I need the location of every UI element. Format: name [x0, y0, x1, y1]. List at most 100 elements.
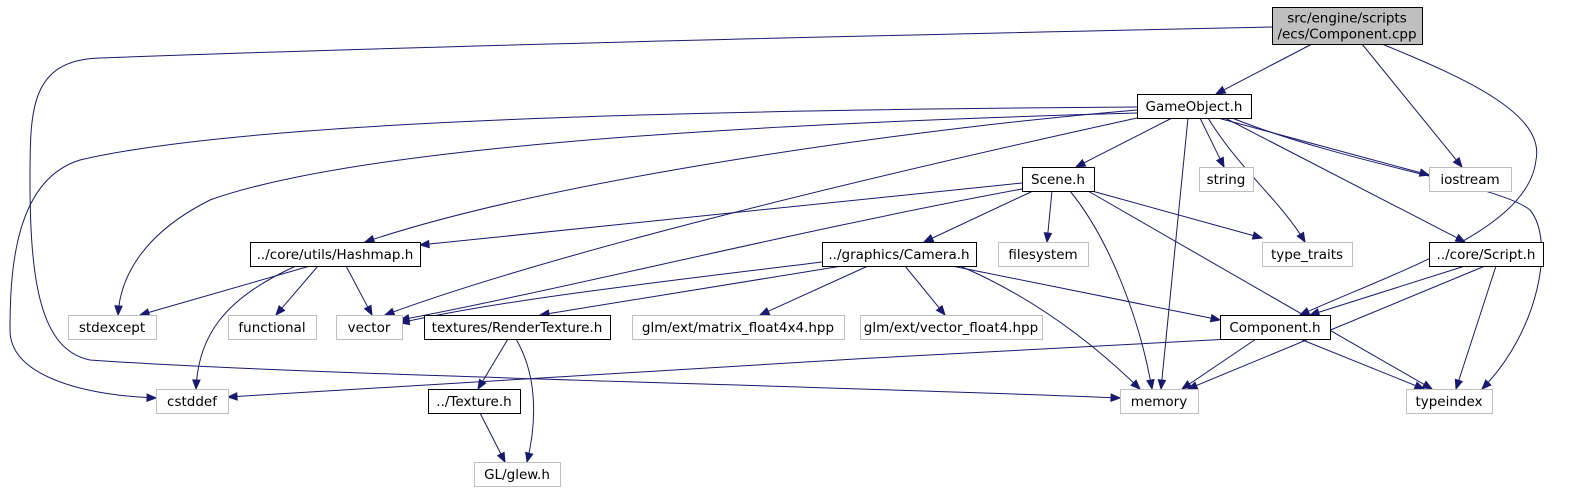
node-box [1429, 242, 1544, 267]
node-component[interactable]: Component.h [1220, 315, 1331, 340]
arrowhead-icon [922, 234, 935, 243]
edge-component-to-cstddef [226, 338, 1231, 401]
edge-root-to-component [1298, 43, 1538, 316]
edge-gameobject-to-scene [1074, 117, 1173, 168]
edge-gameobject-to-stdexcept [114, 112, 1138, 317]
node-label: string [1207, 172, 1246, 188]
node-box [474, 462, 561, 487]
edge-script-to-memory [1186, 265, 1486, 390]
node-label: GL/glew.h [484, 467, 550, 483]
arrowhead-icon [1214, 85, 1227, 95]
node-label: vector [348, 320, 391, 336]
edge-gameobject-to-typetraits [1207, 117, 1306, 244]
arrowhead-icon [114, 305, 123, 317]
edge-root-to-iostream [1361, 43, 1463, 169]
edge-component-to-typeindex [1299, 338, 1426, 390]
node-box [424, 315, 611, 340]
edge-gameobject-to-typeindex [1231, 117, 1543, 390]
arrowhead-icon [363, 304, 373, 317]
arrowhead-icon [383, 307, 396, 316]
arrowhead-icon [192, 379, 201, 391]
node-label: ../graphics/Camera.h [828, 247, 969, 263]
edge-scene-to-typetraits [1091, 190, 1264, 240]
node-label: filesystem [1008, 247, 1077, 263]
edge-texture-to-glew [479, 412, 506, 464]
node-box [1429, 167, 1512, 192]
node-box [1120, 389, 1199, 414]
arrowhead-icon [496, 451, 506, 464]
arrowhead-icon [1043, 232, 1053, 244]
node-box [822, 242, 977, 267]
arrowhead-icon [1298, 307, 1311, 316]
edge-gameobject-to-script [1224, 117, 1467, 243]
node-gameobject[interactable]: GameObject.h [1137, 94, 1252, 119]
node-label: /ecs/Component.cpp [1277, 27, 1416, 43]
edge-script-to-typeindex [1454, 265, 1497, 391]
edge-camera-to-mat4 [758, 265, 869, 316]
node-box [1272, 7, 1423, 45]
arrowhead-icon [1130, 379, 1141, 390]
node-label: Scene.h [1031, 172, 1085, 188]
arrowhead-icon [275, 304, 286, 317]
arrowhead-icon [1180, 380, 1193, 390]
arrowhead-icon [1421, 380, 1434, 390]
arrowhead-icon [363, 234, 376, 244]
nodes-layer: src/engine/scripts/ecs/Component.cppGame… [68, 7, 1544, 487]
edge-component-to-memory [1180, 338, 1257, 390]
edge-rendertexture-to-glew [515, 338, 535, 464]
node-stdexcept: stdexcept [68, 315, 157, 340]
node-functional: functional [228, 315, 317, 340]
arrowhead-icon [138, 308, 151, 317]
arrowhead-icon [1146, 378, 1155, 391]
edge-scene-to-memory [1069, 190, 1155, 391]
node-scene[interactable]: Scene.h [1022, 167, 1095, 192]
node-mat4: glm/ext/matrix_float4x4.hpp [632, 315, 845, 340]
node-label: stdexcept [79, 320, 145, 336]
node-iostream: iostream [1429, 167, 1512, 192]
edge-hashmap-to-cstddef [192, 265, 297, 391]
node-vector: vector [336, 315, 403, 340]
node-cstddef: cstddef [156, 389, 229, 414]
edge-gameobject-to-cstddef [9, 106, 1138, 402]
node-texture[interactable]: ../Texture.h [428, 389, 521, 414]
arrowhead-icon [1454, 233, 1467, 243]
node-label: functional [238, 320, 305, 336]
node-box [860, 315, 1043, 340]
node-rendertexture[interactable]: textures/RenderTexture.h [424, 315, 611, 340]
arrowhead-icon [525, 451, 534, 464]
arrowhead-icon [1481, 379, 1492, 390]
edge-root-to-gameobject [1214, 43, 1313, 95]
node-label: memory [1131, 394, 1187, 410]
node-camera[interactable]: ../graphics/Camera.h [822, 242, 977, 267]
node-box [68, 315, 157, 340]
arrowhead-icon [1157, 379, 1167, 391]
node-script[interactable]: ../core/Script.h [1429, 242, 1544, 267]
edge-gameobject-to-vector [383, 117, 1138, 316]
node-label: glm/ext/matrix_float4x4.hpp [642, 320, 834, 336]
arrowhead-icon [1074, 158, 1087, 168]
arrowhead-icon [226, 392, 238, 401]
node-label: ../Texture.h [436, 394, 511, 410]
node-box [1406, 389, 1493, 414]
arrowhead-icon [1452, 156, 1463, 169]
edge-hashmap-to-stdexcept [138, 265, 311, 317]
edge-scene-to-typeindex [1087, 190, 1434, 390]
node-glew: GL/glew.h [474, 462, 561, 487]
node-box [632, 315, 845, 340]
edge-scene-to-camera [922, 190, 1034, 243]
node-label: iostream [1440, 172, 1499, 188]
node-label: textures/RenderTexture.h [432, 320, 603, 336]
edge-root-to-memory [29, 26, 1273, 402]
node-filesystem: filesystem [998, 242, 1089, 267]
node-string: string [1199, 167, 1254, 192]
node-hashmap[interactable]: ../core/utils/Hashmap.h [250, 242, 421, 267]
arrowhead-icon [1413, 381, 1426, 390]
arrowhead-icon [1209, 313, 1222, 323]
edge-gameobject-to-hashmap [363, 109, 1138, 244]
node-box [1220, 315, 1331, 340]
node-root: src/engine/scripts/ecs/Component.cpp [1272, 7, 1423, 45]
node-box [1137, 94, 1252, 119]
node-label: glm/ext/vector_float4.hpp [864, 320, 1038, 336]
edge-camera-to-vec4 [904, 265, 946, 317]
node-box [250, 242, 421, 267]
